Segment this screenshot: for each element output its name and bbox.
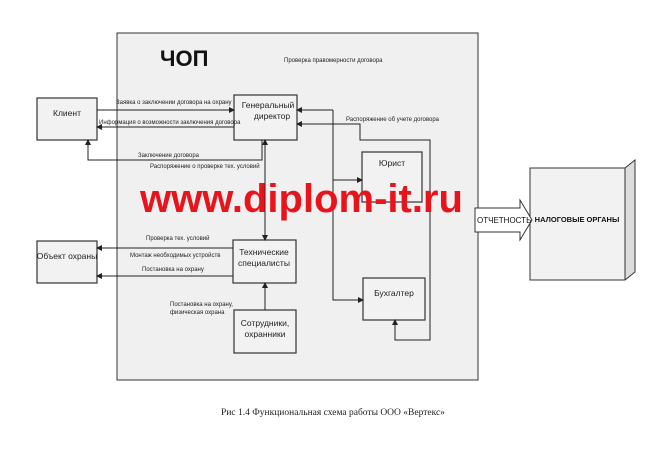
label-guard-setup: Постановка на охрану xyxy=(142,267,204,273)
svg-text:Сотрудники,: Сотрудники, xyxy=(241,318,289,328)
svg-text:специалисты: специалисты xyxy=(238,258,290,268)
watermark: www.diplom-it.ru xyxy=(139,177,463,221)
svg-text:директор: директор xyxy=(254,111,291,121)
label-request: Заявка о заключении договора на охрану xyxy=(116,100,232,106)
svg-text:Клиент: Клиент xyxy=(53,108,81,118)
label-physical-1: Постановка на охрану, xyxy=(170,302,233,308)
label-legality: Проверка правомерности договора xyxy=(284,58,383,64)
label-physical-2: физическая охрана xyxy=(170,310,225,316)
svg-text:Юрист: Юрист xyxy=(379,158,405,168)
object-box: Объект охраны xyxy=(36,240,98,284)
label-accounting-order: Распоряжение об учете договора xyxy=(346,117,440,123)
svg-text:НАЛОГОВЫЕ ОРГАНЫ: НАЛОГОВЫЕ ОРГАНЫ xyxy=(535,215,620,224)
chop-frame xyxy=(116,32,479,381)
client-box: Клиент xyxy=(36,97,98,141)
svg-text:охранники: охранники xyxy=(245,329,286,339)
svg-text:Объект охраны: Объект охраны xyxy=(37,251,97,261)
label-tech-order: Распоряжение о проверке тех. условий xyxy=(150,163,260,170)
svg-text:Бухгалтер: Бухгалтер xyxy=(374,288,414,298)
staff-box: Сотрудники,охранники xyxy=(233,309,297,354)
svg-text:ОТЧЕТНОСТЬ: ОТЧЕТНОСТЬ xyxy=(477,216,531,225)
svg-text:Генеральный: Генеральный xyxy=(242,100,295,110)
svg-text:Технические: Технические xyxy=(239,247,289,257)
chop-title: ЧОП xyxy=(160,46,208,71)
report-arrow: ОТЧЕТНОСТЬ xyxy=(474,198,533,242)
accountant-box: Бухгалтер xyxy=(362,277,426,321)
label-tech-check: Проверка тех. условий xyxy=(146,235,210,242)
label-install: Монтаж необходимых устройств xyxy=(130,252,220,259)
lawyer-box: Юрист xyxy=(361,151,423,203)
label-conclusion: Заключение договора xyxy=(138,153,200,159)
connectors xyxy=(85,107,431,341)
tax-box: НАЛОГОВЫЕ ОРГАНЫ xyxy=(529,158,636,281)
label-info: Информация о возможности заключения дого… xyxy=(99,120,241,126)
figure-caption: Рис 1.4 Функциональная схема работы ООО … xyxy=(221,407,445,418)
